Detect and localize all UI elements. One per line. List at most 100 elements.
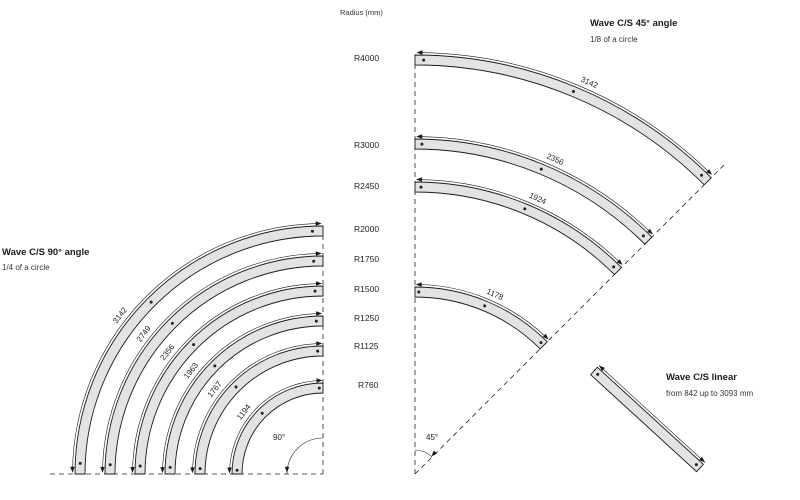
curve-45-arrow <box>416 50 423 55</box>
curve-90-arrow <box>315 251 322 256</box>
curve-90-dimension-line <box>192 343 321 472</box>
curve-45-length-label: 3142 <box>579 75 599 91</box>
curve-90-dot <box>314 319 318 323</box>
radius-label: R1500 <box>354 284 380 294</box>
linear-dot <box>596 372 600 376</box>
curve-90-arrow <box>315 221 322 226</box>
curve-45-length-label: 1924 <box>528 191 548 207</box>
curve-45-length-label: 1178 <box>485 287 505 302</box>
radius-label: R1250 <box>354 313 380 323</box>
curve-90-dot <box>213 364 217 368</box>
curve-90-arrow <box>316 311 323 316</box>
linear-segment <box>589 366 705 473</box>
linear-arrow <box>699 456 706 463</box>
curve-45-dot <box>539 167 543 171</box>
curve-90-arrow <box>316 281 323 286</box>
curve-45-dot <box>483 304 487 308</box>
curve-90-dot <box>78 461 82 465</box>
radius-label: R760 <box>358 380 379 390</box>
curve-90-dot <box>312 259 316 263</box>
curve-90-dimension-line <box>72 223 319 470</box>
curve-90-dot <box>310 229 314 233</box>
radius-label: R4000 <box>354 53 380 63</box>
curve-45-dot <box>417 290 421 294</box>
radius-header: Radius (mm) <box>340 8 383 17</box>
radius-label: R1125 <box>354 341 379 351</box>
guide-diagonal-45 <box>414 162 727 475</box>
curve-90-segment <box>164 315 324 475</box>
curve-90-dot <box>260 411 264 415</box>
curve-90-arrow <box>316 341 323 346</box>
curve-45-segment <box>414 286 548 350</box>
curve-45-segment <box>414 138 653 245</box>
guide-lines: 90° 45° <box>50 55 727 475</box>
curve-45-dimension-line <box>419 52 711 174</box>
curve-90-dot <box>316 349 320 353</box>
curve-45-length-label: 2356 <box>545 152 565 168</box>
curve-90-dot <box>234 385 238 389</box>
linear-dot <box>694 463 698 467</box>
radius-label: R1750 <box>354 254 380 264</box>
curve-45-dimension-line <box>416 284 548 339</box>
curve-90-dot <box>138 464 142 468</box>
curve-90-arrow <box>190 467 195 474</box>
curve-90-dot <box>317 386 321 390</box>
title-90: Wave C/S 90° angle <box>2 247 90 258</box>
curve-90-segment <box>104 255 324 475</box>
curve-90-arrow <box>160 467 165 474</box>
curve-45-dimension-line <box>418 136 652 234</box>
curve-45-arrow <box>416 177 423 182</box>
curve-45-dot <box>420 142 424 146</box>
subtitle-45: 1/8 of a circle <box>590 35 638 44</box>
curve-45-arrow <box>616 259 623 266</box>
title-linear: Wave C/S linear <box>666 372 737 383</box>
angle-arc-90 <box>286 437 324 475</box>
curve-90-segment <box>134 285 324 475</box>
radius-label: R3000 <box>354 140 380 150</box>
curve-45-dot <box>641 234 645 238</box>
curve-90-dot <box>168 465 172 469</box>
curve-90-dot <box>198 467 202 471</box>
curve-90-dot <box>313 289 317 293</box>
curve-90-dot <box>235 468 239 472</box>
curve-45-arrow <box>415 282 422 287</box>
curve-90-arrow <box>130 467 135 474</box>
linear-arrow <box>599 365 605 372</box>
curve-45-segment <box>414 181 623 276</box>
angle-label-90: 90° <box>273 433 285 442</box>
curve-45-dot <box>612 265 616 269</box>
curve-45-dot <box>700 173 704 177</box>
curve-90-segment <box>231 382 324 475</box>
angle-arrow-90 <box>284 466 290 473</box>
curve-90-arrow <box>70 466 75 473</box>
curve-45-arrow <box>706 169 713 175</box>
title-45: Wave C/S 45° angle <box>590 18 678 29</box>
curve-90-arrow <box>227 467 232 474</box>
radius-label: R2000 <box>354 224 380 234</box>
curve-45-segment <box>414 54 712 186</box>
curve-90-arrow <box>100 466 105 473</box>
curve-45-dot <box>571 90 575 94</box>
curve-45-dot <box>539 341 543 345</box>
curve-45-dot <box>523 207 527 211</box>
curve-90-dot <box>170 321 174 325</box>
curve-90-dimension-line <box>102 253 320 471</box>
curve-90-dimension-line <box>162 313 321 472</box>
curve-45-dimension-line <box>418 179 622 264</box>
angle-arrow-45 <box>431 450 438 457</box>
curve-90-dimension-line <box>229 380 322 473</box>
curve-90-dot <box>108 463 112 467</box>
linear-group <box>589 365 706 473</box>
curve-90-segment <box>194 345 324 475</box>
linear-dimension-line <box>598 365 706 463</box>
curve-45-dot <box>419 185 423 189</box>
subtitle-linear: from 842 up to 3093 mm <box>666 389 754 398</box>
curve-90-dot <box>192 343 196 347</box>
curve-90-dot <box>149 300 153 304</box>
angle-label-45: 45° <box>426 433 438 442</box>
curve-90-dimension-line <box>132 283 320 471</box>
radius-label: R2450 <box>354 181 380 191</box>
curve-45-dot <box>422 58 426 62</box>
